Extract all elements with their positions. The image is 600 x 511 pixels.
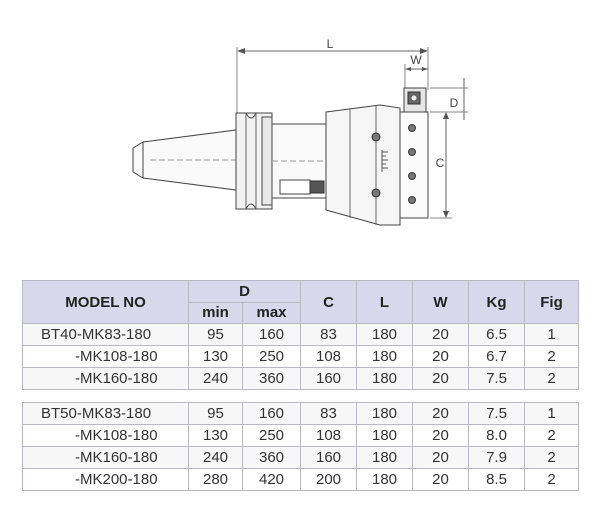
cell-fig: 1 <box>524 323 579 346</box>
cell-l: 180 <box>356 323 413 346</box>
cell-kg: 7.5 <box>468 367 525 390</box>
header-w: W <box>412 280 469 324</box>
table-row: -MK160-180 240 360 160 180 20 7.9 2 <box>22 446 579 469</box>
cell-fig: 2 <box>524 424 579 447</box>
cell-w: 20 <box>412 468 469 491</box>
cell-fig: 2 <box>524 367 579 390</box>
cell-min: 95 <box>188 402 243 425</box>
cell-fig: 2 <box>524 345 579 368</box>
header-c: C <box>300 280 357 324</box>
cell-min: 240 <box>188 367 243 390</box>
table-row: BT50-MK83-180 95 160 83 180 20 7.5 1 <box>22 402 579 425</box>
cell-min: 280 <box>188 468 243 491</box>
cell-model: -MK160-180 <box>22 446 189 469</box>
cell-w: 20 <box>412 367 469 390</box>
cell-fig: 2 <box>524 446 579 469</box>
cell-max: 420 <box>242 468 301 491</box>
cell-w: 20 <box>412 323 469 346</box>
cell-c: 83 <box>300 323 357 346</box>
table-row: -MK160-180 240 360 160 180 20 7.5 2 <box>22 367 579 390</box>
cell-kg: 7.5 <box>468 402 525 425</box>
header-l: L <box>356 280 413 324</box>
cell-min: 240 <box>188 446 243 469</box>
cell-l: 180 <box>356 424 413 447</box>
cell-l: 180 <box>356 345 413 368</box>
cell-c: 160 <box>300 446 357 469</box>
header-fig: Fig <box>524 280 579 324</box>
cell-max: 160 <box>242 323 301 346</box>
cell-max: 360 <box>242 446 301 469</box>
cell-min: 95 <box>188 323 243 346</box>
cell-l: 180 <box>356 402 413 425</box>
spec-table-bt40: MODEL NO D C L W Kg Fig min max BT40-MK8… <box>22 280 579 390</box>
label-c: C <box>436 156 445 170</box>
header-d-min: min <box>188 302 243 324</box>
cell-min: 130 <box>188 424 243 447</box>
tool-holder-drawing: L W D C <box>132 37 468 226</box>
spec-table-bt50: BT50-MK83-180 95 160 83 180 20 7.5 1 -MK… <box>22 402 579 491</box>
cell-max: 250 <box>242 345 301 368</box>
cell-c: 108 <box>300 424 357 447</box>
cell-w: 20 <box>412 424 469 447</box>
cell-w: 20 <box>412 446 469 469</box>
cell-model: -MK160-180 <box>22 367 189 390</box>
header-kg: Kg <box>468 280 525 324</box>
table-row: -MK108-180 130 250 108 180 20 6.7 2 <box>22 345 579 368</box>
cell-c: 108 <box>300 345 357 368</box>
cell-c: 160 <box>300 367 357 390</box>
cell-model: BT40-MK83-180 <box>22 323 189 346</box>
label-l: L <box>327 37 334 51</box>
table-row: -MK200-180 280 420 200 180 20 8.5 2 <box>22 468 579 491</box>
cell-max: 160 <box>242 402 301 425</box>
cell-kg: 6.5 <box>468 323 525 346</box>
cell-w: 20 <box>412 402 469 425</box>
cell-l: 180 <box>356 446 413 469</box>
cell-model: -MK108-180 <box>22 345 189 368</box>
cell-min: 130 <box>188 345 243 368</box>
cell-c: 200 <box>300 468 357 491</box>
cell-l: 180 <box>356 367 413 390</box>
cell-kg: 7.9 <box>468 446 525 469</box>
cell-fig: 1 <box>524 402 579 425</box>
cell-c: 83 <box>300 402 357 425</box>
label-w: W <box>410 53 422 67</box>
table-row: BT40-MK83-180 95 160 83 180 20 6.5 1 <box>22 323 579 346</box>
cell-kg: 6.7 <box>468 345 525 368</box>
header-model: MODEL NO <box>22 280 189 324</box>
table-row: -MK108-180 130 250 108 180 20 8.0 2 <box>22 424 579 447</box>
cell-max: 360 <box>242 367 301 390</box>
cell-w: 20 <box>412 345 469 368</box>
cell-model: -MK108-180 <box>22 424 189 447</box>
cell-max: 250 <box>242 424 301 447</box>
header-d-max: max <box>242 302 301 324</box>
label-d: D <box>450 96 459 110</box>
header-d: D <box>188 280 301 303</box>
cell-l: 180 <box>356 468 413 491</box>
cell-fig: 2 <box>524 468 579 491</box>
cell-model: BT50-MK83-180 <box>22 402 189 425</box>
cell-kg: 8.0 <box>468 424 525 447</box>
cell-kg: 8.5 <box>468 468 525 491</box>
cell-model: -MK200-180 <box>22 468 189 491</box>
